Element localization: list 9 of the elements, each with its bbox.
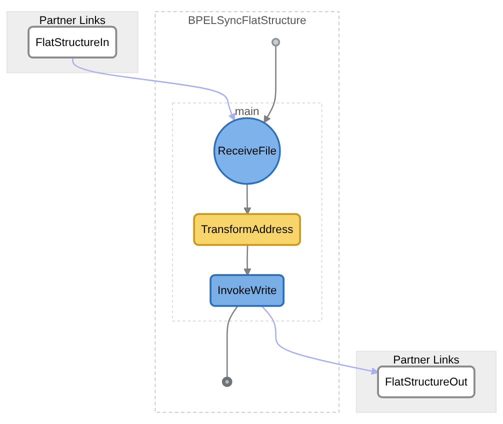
arrow (264, 46, 276, 124)
arrow (244, 184, 252, 215)
arrow (262, 306, 379, 375)
arrow (244, 245, 252, 276)
connector (226, 306, 238, 378)
node-circle (222, 376, 232, 388)
node-circle: ReceiveFile (213, 117, 281, 185)
node-circle (271, 38, 280, 46)
arrow (72, 58, 236, 121)
